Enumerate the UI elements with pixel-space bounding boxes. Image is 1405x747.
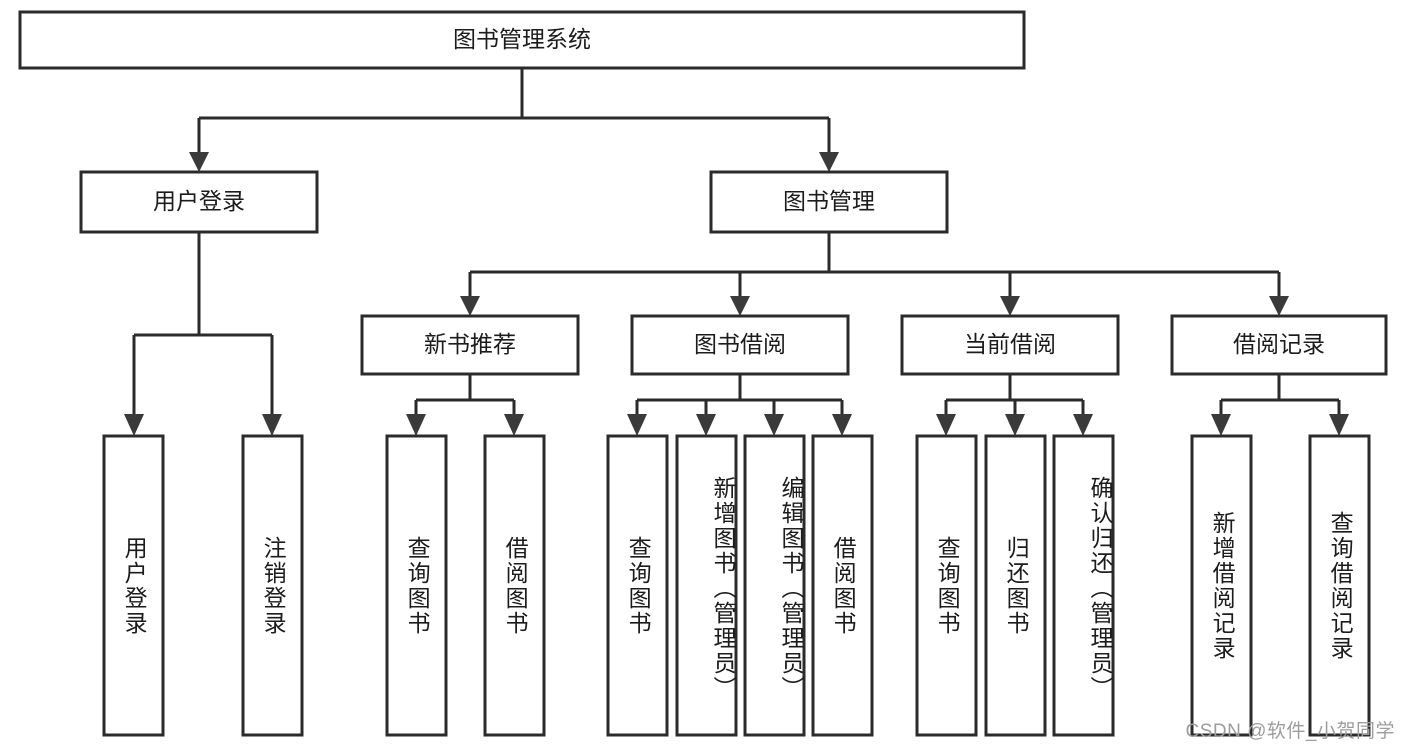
- leaf-box-query-book-current[interactable]: [915, 434, 978, 737]
- arrow-leaf-add-borrow-record: [1211, 414, 1231, 436]
- leaf-box-edit-book[interactable]: [743, 434, 806, 737]
- arrow-to-book-borrow: [730, 296, 750, 316]
- csdn-watermark: CSDN @软件_小贺同学: [1185, 721, 1395, 742]
- arrow-to-borrow-record: [1269, 296, 1289, 316]
- arrow-to-new-book-recommend: [460, 296, 480, 316]
- arrow-leaf-query-borrow-record: [1329, 414, 1349, 436]
- node-book-borrow-label: 图书借阅: [694, 331, 786, 357]
- arrow-leaf-query-book-borrow: [627, 414, 647, 436]
- connector-group-new-book-recommend-children: [406, 374, 524, 436]
- node-current-borrow-box[interactable]: [900, 314, 1120, 376]
- arrow-to-user-login: [189, 152, 209, 172]
- node-root-label: 图书管理系统: [453, 26, 591, 52]
- leaf-box-logout[interactable]: [241, 434, 304, 737]
- arrow-leaf-edit-book: [764, 414, 784, 436]
- leaf-box-user-login[interactable]: [102, 434, 165, 737]
- leaf-boxes: [102, 434, 1371, 737]
- leaf-box-query-book-recommend[interactable]: [385, 434, 448, 737]
- leaf-box-query-borrow-record[interactable]: [1308, 434, 1371, 737]
- connector-group-borrow-record-children: [1211, 374, 1349, 436]
- node-root[interactable]: 图书管理系统: [18, 10, 1026, 70]
- arrow-leaf-add-book: [696, 414, 716, 436]
- leaf-box-return-book[interactable]: [984, 434, 1047, 737]
- arrow-leaf-user-login: [124, 414, 144, 436]
- node-borrow-record-label: 借阅记录: [1233, 331, 1325, 357]
- leaf-box-borrow-book-recommend[interactable]: [483, 434, 546, 737]
- arrow-leaf-borrow-book-recommend: [504, 414, 524, 436]
- leaf-box-confirm-return[interactable]: [1052, 434, 1115, 737]
- node-user-login-box[interactable]: [79, 170, 319, 234]
- connector-group-root-to-level2: [189, 68, 839, 172]
- node-book-borrow-box[interactable]: [630, 314, 850, 376]
- leaf-box-borrow-book[interactable]: [811, 434, 874, 737]
- node-current-borrow[interactable]: 当前借阅: [900, 314, 1120, 376]
- arrow-leaf-borrow-book: [832, 414, 852, 436]
- node-book-manage[interactable]: 图书管理: [709, 170, 949, 234]
- node-new-book-recommend-label: 新书推荐: [424, 331, 516, 357]
- node-book-manage-label: 图书管理: [783, 188, 875, 214]
- connector-group-current-borrow-children: [936, 374, 1093, 436]
- node-borrow-record-box[interactable]: [1170, 314, 1388, 376]
- arrow-leaf-logout: [262, 414, 282, 436]
- node-book-borrow[interactable]: 图书借阅: [630, 314, 850, 376]
- arrow-leaf-query-book-current: [936, 414, 956, 436]
- arrow-leaf-confirm-return: [1073, 414, 1093, 436]
- leaf-box-query-book-borrow[interactable]: [606, 434, 669, 737]
- leaf-box-add-borrow-record[interactable]: [1190, 434, 1253, 737]
- node-user-login-label: 用户登录: [153, 188, 245, 214]
- arrow-leaf-return-book: [1005, 414, 1025, 436]
- connector-group-book-manage-children: [460, 232, 1289, 316]
- node-book-manage-box[interactable]: [709, 170, 949, 234]
- node-new-book-recommend-box[interactable]: [360, 314, 580, 376]
- arrow-leaf-query-book-recommend: [406, 414, 426, 436]
- connector-group-book-borrow-children: [627, 374, 852, 436]
- node-current-borrow-label: 当前借阅: [964, 331, 1056, 357]
- node-root-box[interactable]: [18, 10, 1026, 70]
- node-new-book-recommend[interactable]: 新书推荐: [360, 314, 580, 376]
- node-borrow-record[interactable]: 借阅记录: [1170, 314, 1388, 376]
- leaf-box-add-book[interactable]: [675, 434, 738, 737]
- node-user-login[interactable]: 用户登录: [79, 170, 319, 234]
- connector-group-user-login-children: [124, 232, 282, 436]
- arrow-to-current-borrow: [1000, 296, 1020, 316]
- arrow-to-book-manage: [819, 152, 839, 172]
